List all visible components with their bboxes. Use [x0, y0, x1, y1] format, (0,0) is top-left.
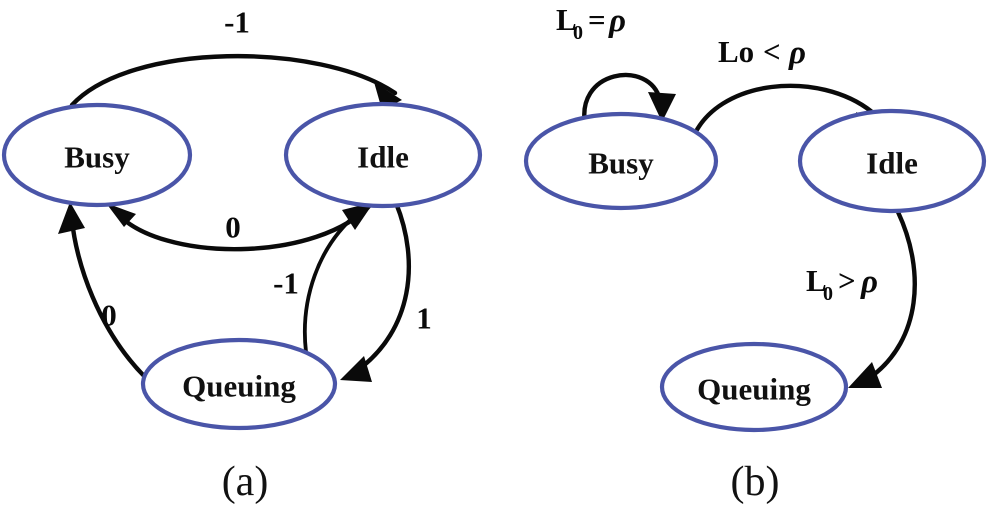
- edge-label-iq-op: >: [838, 263, 856, 298]
- edge-label-iq-sub: 0: [823, 283, 833, 305]
- arrowhead-busy-self-loop-b: [648, 92, 676, 122]
- edge-path-busy-to-idle-b: [689, 83, 875, 143]
- edge-path-busy-self-loop-b: [582, 72, 663, 131]
- edge-label-bi-base: Lo: [718, 34, 754, 69]
- edge-queuing-to-idle-a: -1: [273, 202, 374, 354]
- edge-label-iq-rho: ρ: [860, 264, 878, 300]
- edge-label-busy-to-idle-b: Lo < ρ: [718, 34, 806, 71]
- edge-busy-self-loop-b: L 0 = ρ: [556, 2, 676, 131]
- node-ellipse-queuing-a[interactable]: [140, 337, 338, 431]
- edge-idle-to-queuing-b: L 0 > ρ: [806, 209, 917, 388]
- arrowhead-queuing-to-idle-a: [342, 202, 374, 230]
- node-label-idle-b: Idle: [866, 146, 918, 181]
- node-label-busy-a: Busy: [64, 140, 130, 175]
- node-ellipse-idle-b[interactable]: [797, 108, 987, 214]
- panel-caption-a: (a): [222, 459, 269, 505]
- edge-label-self-op: =: [588, 2, 606, 37]
- edge-label-queuing-to-busy-a: 0: [101, 298, 117, 333]
- node-busy-a[interactable]: Busy: [1, 102, 193, 208]
- node-ellipse-idle-a[interactable]: [283, 101, 483, 209]
- node-ellipse-busy-b[interactable]: [523, 111, 719, 211]
- arrowhead-idle-to-busy-a: [106, 203, 136, 227]
- edge-label-self-base: L: [556, 2, 577, 37]
- edge-label-idle-to-queuing-a: 1: [416, 301, 432, 336]
- node-idle-a[interactable]: Idle: [283, 101, 483, 209]
- edge-idle-to-queuing-a: 1: [340, 200, 432, 382]
- edge-path-idle-to-queuing-b: [869, 209, 917, 379]
- node-label-queuing-a: Queuing: [182, 369, 296, 404]
- edge-label-bi-op: <: [763, 34, 781, 69]
- edge-path-idle-to-queuing-a: [355, 200, 412, 373]
- edge-label-bi-rho: ρ: [788, 35, 806, 71]
- edge-path-queuing-to-busy-a: [69, 217, 149, 381]
- arrowhead-idle-to-queuing-b: [848, 362, 882, 388]
- node-queuing-b[interactable]: Queuing: [659, 341, 849, 433]
- edge-label-busy-to-idle-a: -1: [224, 5, 250, 40]
- edge-queuing-to-busy-a: 0: [58, 202, 149, 381]
- node-label-queuing-b: Queuing: [697, 372, 811, 407]
- edge-path-busy-to-idle-a: [69, 54, 398, 108]
- edge-label-self-rho: ρ: [608, 3, 626, 39]
- node-busy-b[interactable]: Busy: [523, 111, 719, 211]
- edge-label-self-sub: 0: [573, 22, 583, 44]
- node-ellipse-busy-a[interactable]: [1, 102, 193, 208]
- edge-label-iq-base: L: [806, 263, 827, 298]
- node-label-busy-b: Busy: [588, 146, 654, 181]
- arrowhead-queuing-to-busy-a: [58, 202, 85, 234]
- panel-a: -1 0 0 -1: [1, 5, 483, 505]
- edge-label-queuing-to-idle-a: -1: [273, 266, 299, 301]
- edge-label-idle-to-busy-a: 0: [225, 210, 241, 245]
- edge-busy-to-idle-a: -1: [69, 5, 402, 110]
- edge-label-busy-self-loop-b: L 0 = ρ: [556, 2, 626, 44]
- edge-path-queuing-to-idle-a: [303, 211, 360, 354]
- panel-caption-b: (b): [731, 459, 780, 505]
- node-label-idle-a: Idle: [357, 140, 409, 175]
- edge-label-idle-to-queuing-b: L 0 > ρ: [806, 263, 878, 305]
- arrowhead-idle-to-queuing-a: [340, 356, 372, 382]
- node-ellipse-queuing-b[interactable]: [659, 341, 849, 433]
- panel-b: L 0 = ρ Lo < ρ: [523, 2, 987, 505]
- node-queuing-a[interactable]: Queuing: [140, 337, 338, 431]
- node-idle-b[interactable]: Idle: [797, 108, 987, 214]
